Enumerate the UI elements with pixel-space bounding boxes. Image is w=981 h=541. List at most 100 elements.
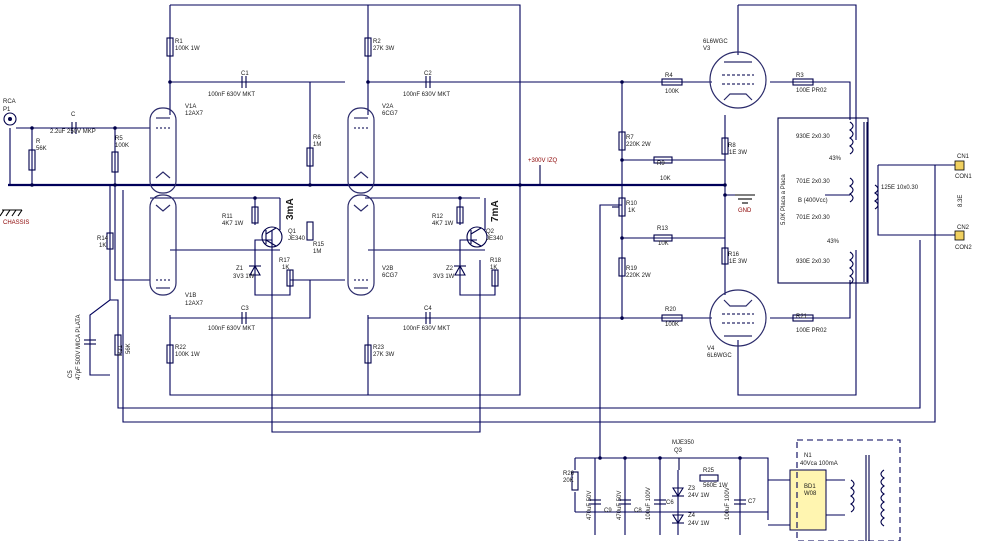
svg-text:R23: R23 — [373, 345, 385, 351]
svg-text:47pF 500V MICA PLATA: 47pF 500V MICA PLATA — [76, 315, 82, 380]
svg-text:R13: R13 — [657, 226, 669, 232]
resistor-r17: R17 1K — [279, 258, 294, 287]
svg-text:JE340: JE340 — [288, 236, 306, 242]
bridge-rectifier-bd1: BD1 W08 — [789, 469, 827, 531]
capacitor-c3: C3 100nF 630V MKT — [208, 306, 255, 332]
resistor-r21-feedback: R21 56K — [114, 334, 132, 356]
potentiometer-r10: R10 1K — [612, 197, 638, 217]
svg-text:100E PR02: 100E PR02 — [796, 88, 827, 94]
capacitor-c5: C5 47pF 500V MICA PLATA — [68, 315, 96, 380]
svg-text:27K 3W: 27K 3W — [373, 352, 395, 358]
svg-text:R25: R25 — [703, 468, 715, 474]
zener-z3-icon: Z3 24V 1W — [672, 486, 710, 499]
svg-text:100nF 630V MKT: 100nF 630V MKT — [208, 92, 255, 98]
svg-text:R3: R3 — [796, 73, 804, 79]
tube-v2a-icon: V2A 6CG7 — [347, 104, 398, 194]
svg-text:C2: C2 — [424, 71, 432, 77]
svg-text:930E 2x0.30: 930E 2x0.30 — [796, 134, 830, 140]
svg-text:100K: 100K — [665, 89, 679, 95]
resistor-r21-output: R21 100E PR02 — [792, 314, 827, 334]
tube-v1b-icon: V1B 12AX7 — [149, 194, 204, 307]
resistor-r19: R19 220K 2W — [618, 257, 651, 279]
svg-text:C8: C8 — [634, 508, 642, 514]
svg-text:R9: R9 — [657, 161, 665, 167]
svg-text:N1: N1 — [804, 453, 812, 459]
svg-text:V1B: V1B — [185, 293, 196, 299]
svg-text:Q3: Q3 — [674, 448, 683, 454]
capacitor-c1: C1 100nF 630V MKT — [208, 71, 255, 98]
resistor-r4: R4 100K — [661, 73, 683, 95]
svg-text:220K 2W: 220K 2W — [626, 142, 651, 148]
svg-text:27K 3W: 27K 3W — [373, 46, 395, 52]
svg-text:W08: W08 — [804, 491, 817, 497]
svg-text:R17: R17 — [279, 258, 291, 264]
svg-text:R11: R11 — [222, 214, 233, 220]
tube-v4-icon: V4 6L6WGC — [707, 289, 767, 359]
svg-text:R: R — [36, 139, 41, 145]
supply-label: +300V IZQ — [528, 158, 558, 185]
svg-text:C5: C5 — [68, 370, 74, 378]
chassis-ground-icon: CHASSIS — [0, 209, 29, 226]
svg-text:43%: 43% — [829, 156, 842, 162]
svg-text:100nF 630V MKT: 100nF 630V MKT — [403, 92, 450, 98]
svg-text:R10: R10 — [626, 201, 638, 207]
svg-text:R22: R22 — [175, 345, 187, 351]
tube-v3-icon: 6L6WGC V3 — [703, 39, 767, 109]
resistor-r1: R1 100K 1W — [166, 37, 200, 57]
svg-text:R4: R4 — [665, 73, 673, 79]
svg-text:2.2uF 250V MKP: 2.2uF 250V MKP — [50, 129, 96, 135]
svg-text:GND: GND — [738, 208, 752, 214]
svg-text:100E PR02: 100E PR02 — [796, 328, 827, 334]
resistor-r-in: R 56K — [28, 139, 47, 171]
svg-text:1M: 1M — [313, 142, 321, 148]
resistor-r2: R2 27K 3W — [364, 37, 395, 57]
svg-text:R18: R18 — [490, 258, 502, 264]
svg-text:CN2: CN2 — [957, 225, 970, 231]
svg-text:3V3 1W: 3V3 1W — [233, 274, 255, 280]
tube-v2b-icon: V2B 6CG7 — [347, 194, 398, 296]
svg-text:Q1: Q1 — [288, 229, 297, 235]
svg-text:12AX7: 12AX7 — [185, 301, 204, 307]
current-label-3ma: 3mA — [285, 198, 296, 220]
svg-text:10K: 10K — [658, 241, 669, 247]
tube-v1a-icon: V1A 12AX7 — [149, 104, 204, 194]
resistor-r23: R23 27K 3W — [364, 344, 395, 364]
svg-text:20K: 20K — [563, 478, 574, 484]
resistor-r18: R18 1K — [490, 258, 502, 287]
resistor-r12: R12 4K7 1W — [432, 206, 464, 227]
svg-text:R5: R5 — [115, 136, 123, 142]
resistor-r13: R13 10K — [653, 226, 673, 247]
svg-text:R15: R15 — [313, 242, 325, 248]
transistor-q1-icon: Q1 JE340 — [261, 226, 306, 248]
resistor-r15: R15 1M — [306, 221, 325, 255]
svg-text:1K: 1K — [490, 265, 497, 271]
svg-text:24V 1W: 24V 1W — [688, 521, 710, 527]
svg-text:R12: R12 — [432, 214, 444, 220]
svg-text:R19: R19 — [626, 266, 638, 272]
svg-text:1E 3W: 1E 3W — [729, 259, 747, 265]
svg-text:Z2: Z2 — [446, 266, 454, 272]
svg-text:R2: R2 — [373, 39, 381, 45]
svg-text:100K 1W: 100K 1W — [175, 46, 200, 52]
svg-text:C9: C9 — [604, 508, 612, 514]
svg-text:V3: V3 — [703, 46, 711, 52]
svg-text:Z4: Z4 — [688, 513, 696, 519]
svg-text:220K 2W: 220K 2W — [626, 273, 651, 279]
svg-text:8.3E: 8.3E — [958, 195, 964, 207]
power-transformer-n1: N1 40Vca 100mA — [796, 439, 901, 541]
resistor-r8: R8 1E 3W — [721, 137, 747, 156]
resistor-r22: R22 100K 1W — [166, 344, 200, 364]
svg-text:24V 1W: 24V 1W — [688, 493, 710, 499]
svg-text:43%: 43% — [827, 239, 840, 245]
svg-text:JE340: JE340 — [486, 236, 504, 242]
current-label-7ma: 7mA — [490, 200, 501, 222]
capacitor-c6: 100uF 100V C6 — [646, 487, 674, 520]
resistor-r20: R20 100K — [661, 307, 683, 328]
svg-text:3V3 1W: 3V3 1W — [433, 274, 455, 280]
capacitor-c-in: C 2.2uF 250V MKP — [50, 112, 96, 135]
svg-text:R26: R26 — [563, 471, 575, 477]
svg-text:BD1: BD1 — [804, 484, 816, 490]
connector-cn1: CN1 CON1 — [954, 154, 972, 180]
resistor-r25: R25 560E 1W — [699, 468, 728, 489]
